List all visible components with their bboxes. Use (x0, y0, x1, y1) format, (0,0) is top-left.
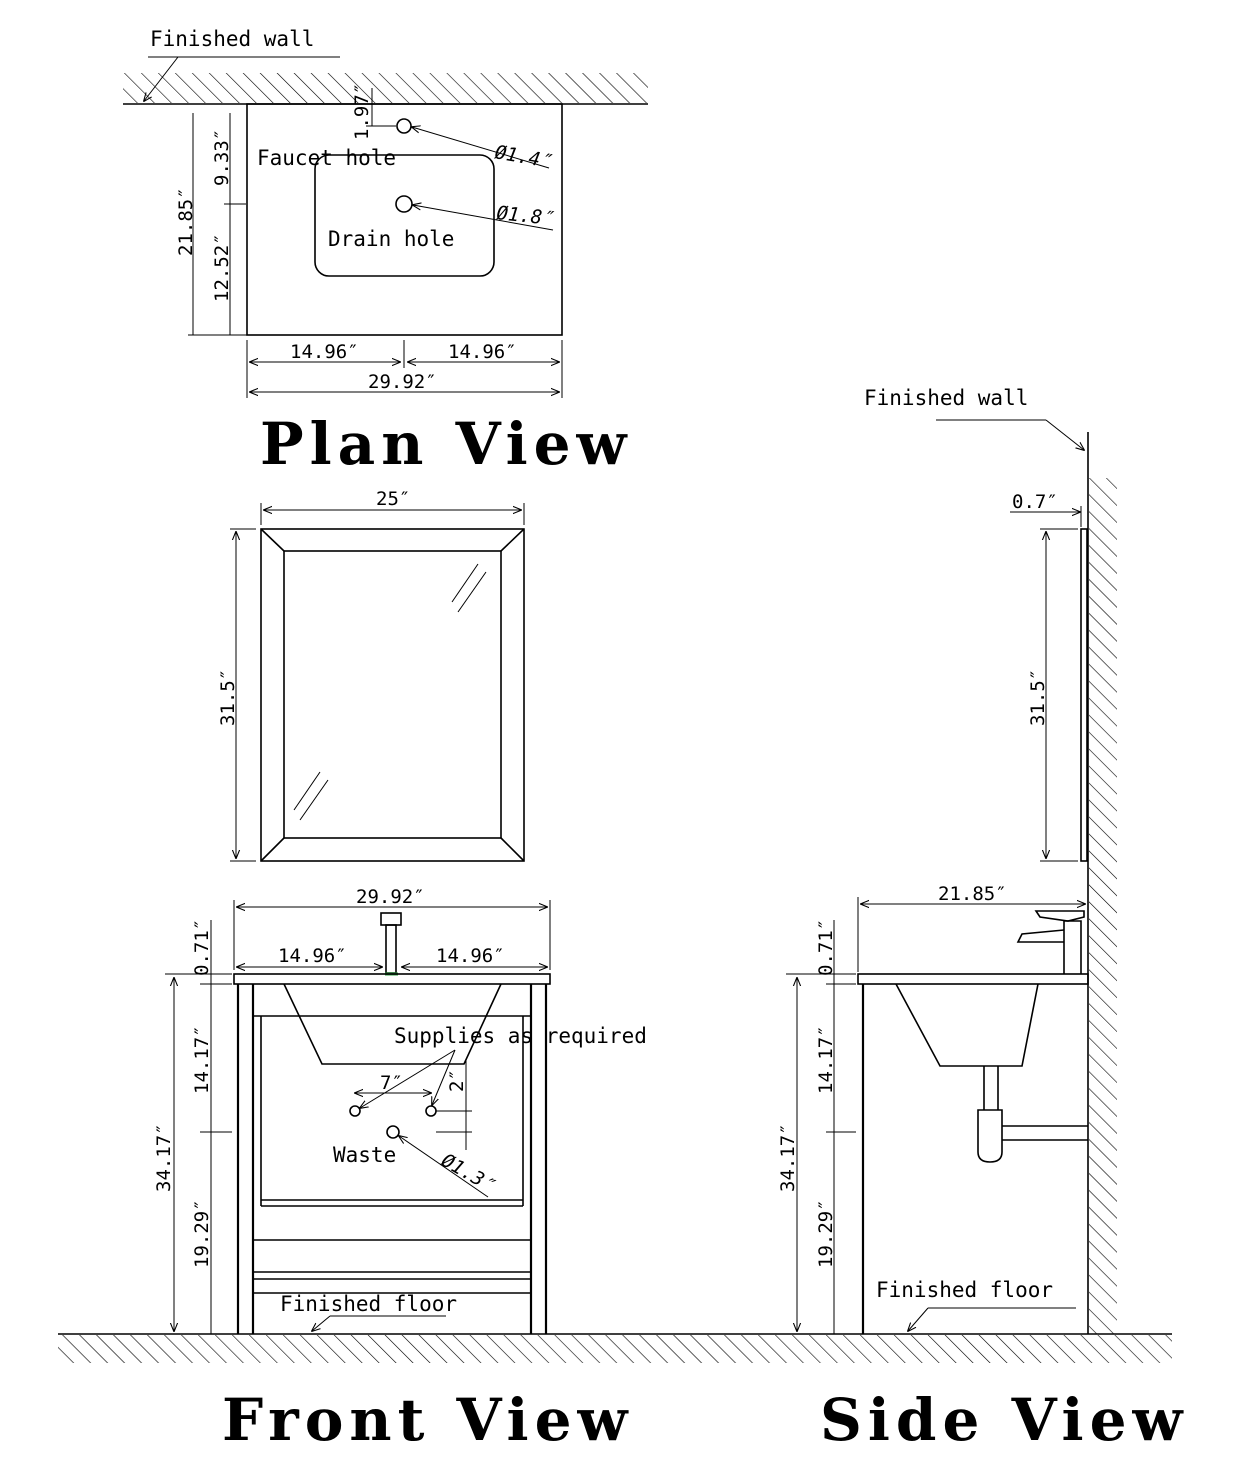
mirror-height-label: 31.5″ (217, 669, 239, 726)
side-tailpiece (983, 1066, 999, 1110)
supplies-label: Supplies as required (394, 1024, 647, 1048)
side-finished-floor-label: Finished floor (876, 1278, 1053, 1302)
supply-left-symbol (349, 1105, 361, 1117)
side-mirror (1080, 528, 1088, 862)
mirror-width-label: 25″ (376, 488, 410, 510)
waste-dia-label: Ø1.3″ (438, 1149, 499, 1197)
mirror-frame-outer (260, 528, 525, 862)
glare-3 (293, 771, 321, 811)
front-width-label: 29.92″ (356, 886, 425, 908)
mirror-bevel-bl (260, 837, 285, 862)
mirror-glass (283, 550, 502, 839)
dim-half-left-label: 14.96″ (290, 341, 359, 363)
drain-hole-symbol (395, 195, 413, 213)
plan-countertop (246, 103, 563, 336)
dim-197-label: 1.97″ (351, 83, 373, 140)
dim-933-label: 9.33″ (211, 129, 233, 186)
side-mirror-height-label: 31.5″ (1027, 669, 1049, 726)
front-total-height-label: 34.17″ (153, 1123, 175, 1192)
side-p-trap (977, 1109, 1003, 1163)
waste-label: Waste (333, 1143, 396, 1167)
drain-dia-label: Ø1.8″ (495, 202, 555, 230)
side-faucet-handle (1034, 910, 1085, 922)
supply-offset-label: 2″ (446, 1069, 468, 1092)
front-view-title: Front View (222, 1386, 633, 1454)
glare-4 (299, 779, 329, 821)
side-view: Finished wall 31.5″ 0.7″ 21.85″ (777, 386, 1188, 1454)
plan-finished-wall-label: Finished wall (150, 27, 314, 51)
front-view: 29.92″ 14.96″ 14.96″ Supplies as require… (153, 886, 647, 1454)
front-faucet-body (385, 924, 397, 974)
front-countertop (233, 973, 551, 985)
side-faucet-spout (1016, 929, 1065, 943)
side-upper-label: 14.17″ (815, 1025, 837, 1094)
front-top-thickness-label: 0.71″ (191, 919, 213, 976)
side-finished-wall-label: Finished wall (864, 386, 1028, 410)
plan-wall-hatch (123, 73, 648, 103)
side-wall-leader-arrow (1045, 419, 1084, 450)
supply-right-symbol (425, 1105, 437, 1117)
mirror-front: 25″ 31.5″ (217, 488, 525, 862)
front-basin (283, 983, 502, 1065)
dim-total-label: 29.92″ (368, 371, 437, 393)
mirror-bevel-tl (260, 528, 285, 552)
waste-symbol (386, 1125, 400, 1139)
front-faucet-head (380, 912, 402, 926)
supply-leader-right (432, 1049, 456, 1105)
plan-basin (314, 154, 495, 277)
faucet-hole-symbol (396, 118, 412, 134)
front-upper-label: 14.17″ (191, 1025, 213, 1094)
dim-1252-label: 12.52″ (211, 233, 233, 302)
side-top-thickness-label: 0.71″ (815, 919, 837, 976)
supply-spacing-label: 7″ (380, 1072, 403, 1094)
supply-leader-left (360, 1049, 456, 1108)
front-half-right-label: 14.96″ (436, 945, 505, 967)
glare-2 (457, 571, 487, 613)
side-wall-hatch (1089, 478, 1117, 1334)
front-lower-label: 19.29″ (191, 1199, 213, 1268)
drain-dia-leader (413, 205, 554, 231)
waste-dia-leader (399, 1136, 489, 1198)
plan-view: Finished wall Faucet hole Drain hole Ø1.… (123, 27, 648, 478)
dim-half-right-label: 14.96″ (448, 341, 517, 363)
front-floor-leader-arrow (312, 1315, 331, 1331)
floor (58, 1333, 1172, 1363)
mirror-bevel-br (500, 837, 525, 862)
side-faucet-body (1063, 920, 1082, 974)
side-basin (895, 983, 1039, 1067)
side-lower-label: 19.29″ (815, 1199, 837, 1268)
side-mirror-thickness-label: 0.7″ (1012, 491, 1058, 513)
floor-hatch (58, 1335, 1172, 1363)
side-countertop (857, 973, 1089, 985)
plan-view-title: Plan View (260, 410, 632, 478)
glare-1 (451, 563, 479, 603)
mirror-bevel-tr (500, 528, 525, 552)
faucet-hole-label: Faucet hole (257, 146, 396, 170)
side-depth-label: 21.85″ (938, 883, 1007, 905)
side-floor-leader-arrow (908, 1307, 929, 1331)
side-total-height-label: 34.17″ (777, 1123, 799, 1192)
side-view-title: Side View (820, 1386, 1188, 1454)
dim-2185-label: 21.85″ (175, 187, 197, 256)
front-finished-floor-label: Finished floor (280, 1292, 457, 1316)
side-trap-arm (1002, 1125, 1088, 1141)
drain-hole-label: Drain hole (328, 227, 454, 251)
faucet-dia-leader (412, 127, 550, 169)
front-half-left-label: 14.96″ (278, 945, 347, 967)
faucet-dia-label: Ø1.4″ (493, 141, 554, 173)
